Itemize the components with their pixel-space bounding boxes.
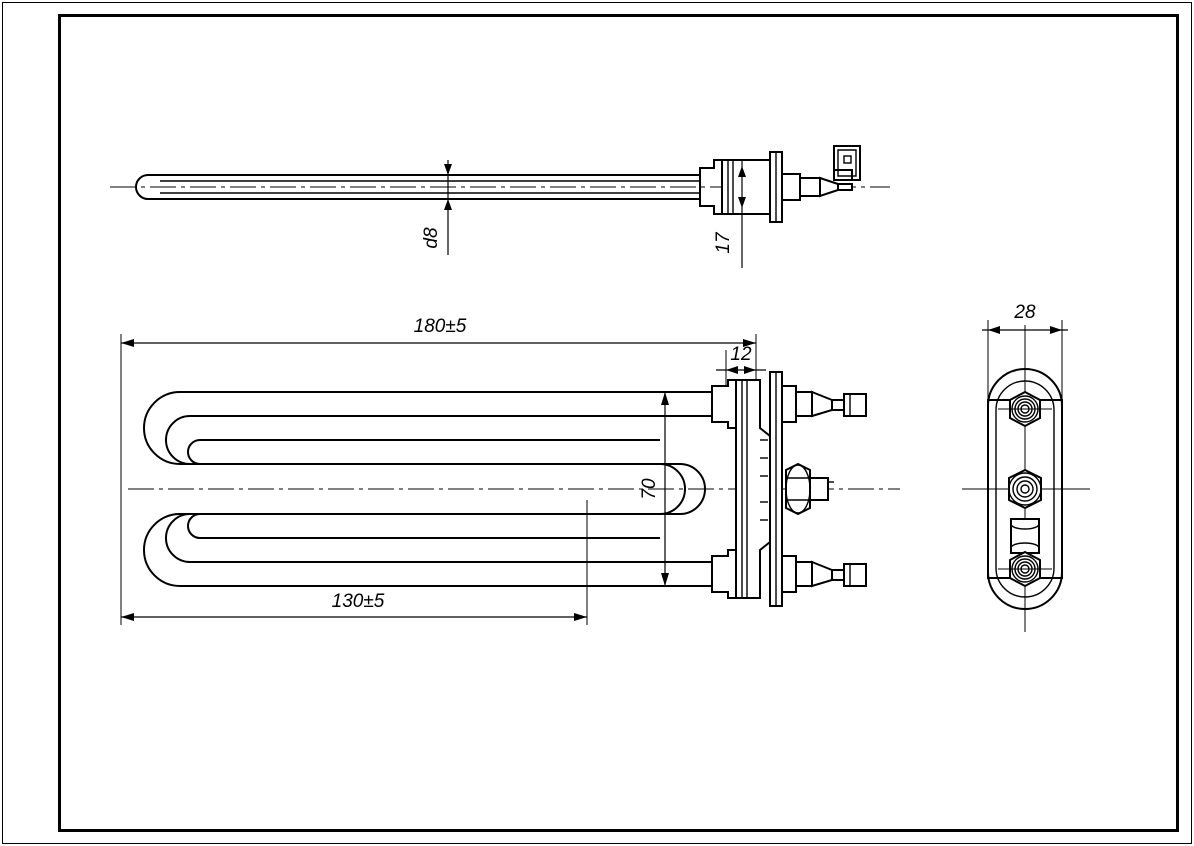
center-hex-ring-1	[1008, 472, 1042, 506]
terminal-lower-taper	[811, 560, 833, 588]
element-upper-inner-bend	[187, 439, 660, 465]
terminal-upper-nut	[795, 391, 813, 417]
top-view: d8 17	[110, 145, 890, 268]
dim-d8-arrow-top	[444, 164, 452, 175]
flange-barrel	[721, 159, 771, 215]
front-view: 180±5 130±5 70	[120, 316, 900, 625]
dim-180-text: 180±5	[414, 316, 467, 337]
terminal-assembly-upper	[781, 385, 867, 423]
dimension-17: 17	[713, 160, 746, 268]
dim-28-arrow-right	[1050, 326, 1062, 334]
dim-17-arrow-bottom	[738, 197, 746, 208]
terminal-assembly-lower	[781, 555, 867, 593]
dim-12-text: 12	[730, 344, 752, 365]
boss-bottom-arc	[1010, 542, 1040, 549]
dim-70-text: 70	[639, 478, 660, 500]
dimension-180: 180±5	[120, 316, 757, 470]
dim-17-arrow-top	[738, 166, 746, 177]
dim-d8-text: d8	[421, 227, 442, 249]
terminal-hex-lower	[998, 550, 1052, 588]
terminal-lower-spade	[843, 563, 867, 587]
tube-left-cap	[135, 174, 149, 200]
terminal-upper-base	[781, 385, 797, 423]
element-lower-inner-bend	[187, 513, 660, 539]
center-hex-face	[1008, 468, 1042, 510]
element-lower-outer-inner	[165, 513, 680, 563]
element-upper-outer-inner	[165, 415, 680, 465]
terminal-upper-shank	[831, 399, 845, 411]
dim-17-text: 17	[713, 231, 734, 254]
flange-body-profile	[735, 379, 771, 599]
center-hex-face-body	[1008, 468, 1042, 510]
element-lower-outer-bottom	[143, 513, 680, 587]
dim-130-text: 130±5	[332, 591, 385, 612]
dim-12-arrow-right	[744, 366, 756, 374]
dim-28-arrow-left	[988, 326, 1000, 334]
flange-oval-inner	[995, 380, 1055, 598]
flange-bracket-lower	[711, 549, 737, 599]
border-inner-rect	[58, 14, 1179, 832]
flange-bracket-upper	[711, 379, 737, 429]
dim-130-arrow-right	[574, 613, 587, 621]
dimension-12: 12	[716, 340, 766, 386]
spade-terminal-neck	[833, 169, 853, 181]
dim-130-arrow-left	[121, 613, 134, 621]
element-upper-outer-top	[143, 391, 680, 465]
boss-body	[1010, 518, 1040, 554]
element-center-inner-bend	[659, 463, 686, 515]
terminal-upper-spade	[843, 393, 867, 417]
dim-d8-arrow-bottom	[444, 199, 452, 210]
dimension-28: 28	[982, 302, 1068, 402]
stud-tip	[837, 183, 853, 191]
center-hex-ring-3	[1016, 480, 1034, 498]
dim-180-arrow-right	[743, 339, 756, 347]
spade-terminal-hole	[843, 155, 852, 164]
terminal-lower-base	[781, 555, 797, 593]
terminal-lower-shank	[831, 569, 845, 581]
center-hex-ring-2	[1012, 476, 1038, 502]
center-hex-fitting	[785, 462, 834, 516]
terminal-upper-taper	[811, 390, 833, 418]
dimension-70: 70	[520, 391, 672, 587]
terminal-lower-nut	[795, 561, 813, 587]
dim-180-arrow-left	[121, 339, 134, 347]
boss-top-arc	[1010, 523, 1040, 530]
center-hex-boss	[809, 477, 829, 501]
cylindrical-boss	[1010, 518, 1040, 554]
stud-section-1	[781, 173, 801, 201]
end-view: 28	[962, 302, 1090, 632]
center-hex-nut	[785, 462, 811, 516]
dimension-d8: d8	[421, 160, 452, 255]
stud-section-2	[799, 177, 821, 197]
spade-terminal-inner	[837, 149, 857, 177]
dim-70-arrow-top	[661, 392, 669, 405]
terminal-hex-upper	[998, 390, 1052, 428]
dimension-130: 130±5	[120, 470, 588, 625]
element-center-outer-bend	[679, 463, 706, 515]
center-hex-ring-4	[1020, 484, 1030, 494]
dim-28-text: 28	[1013, 302, 1036, 323]
dim-12-arrow-left	[726, 366, 738, 374]
dim-70-arrow-bottom	[661, 573, 669, 586]
